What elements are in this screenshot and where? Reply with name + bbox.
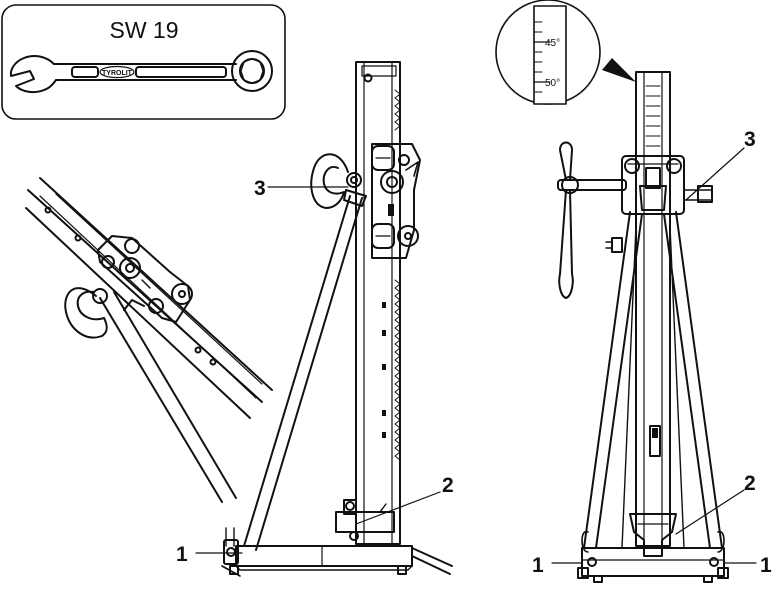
callout-1-right-right: 1 xyxy=(760,554,772,577)
callout-3-right-leader xyxy=(685,147,745,201)
side-view-stand xyxy=(221,61,453,577)
wrench-size-label: SW 19 xyxy=(109,17,178,43)
callout-2-right-leader xyxy=(675,489,745,535)
callout-3-left: 3 xyxy=(254,177,266,200)
callout-2-leader xyxy=(355,491,441,525)
wrench-panel-frame xyxy=(1,4,286,120)
tilted-column-inset xyxy=(25,177,273,503)
wrench-brand-text: TYROLIT xyxy=(102,70,133,77)
callout-1-left: 1 xyxy=(176,543,188,566)
callout-1-right-left: 1 xyxy=(532,554,544,577)
angle-mark-50: 50° xyxy=(545,78,560,89)
angle-scale-magnifier: 45° 50° xyxy=(495,0,601,105)
wrench-icon: TYROLIT xyxy=(9,50,273,94)
wrench-panel: SW 19 TYROLIT xyxy=(1,4,286,120)
angle-mark-45: 45° xyxy=(545,38,560,49)
callout-2-right: 2 xyxy=(744,472,756,495)
front-view-stand xyxy=(557,58,729,583)
callout-2-left: 2 xyxy=(442,474,454,497)
callout-3-right: 3 xyxy=(744,128,756,151)
